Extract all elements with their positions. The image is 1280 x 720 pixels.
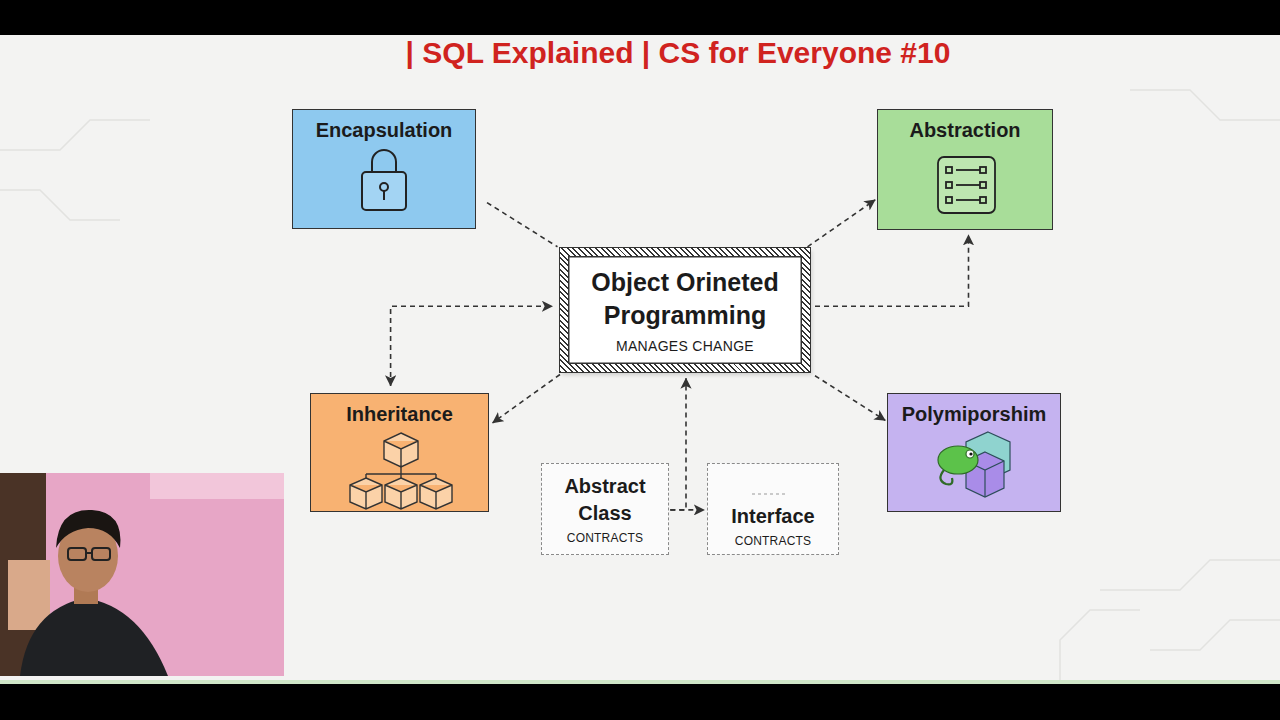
- webcam-shelf: [150, 473, 284, 499]
- node-heading: Encapsulation: [316, 119, 453, 142]
- dashed-connector: [815, 376, 885, 421]
- circuit-line: [1150, 620, 1280, 650]
- node-heading: Object Orineted Programming: [574, 266, 796, 332]
- webcam-shirt: [20, 598, 168, 676]
- contract-box: InterfaceCONTRACTS: [707, 463, 839, 555]
- dashed-connector: [670, 378, 686, 510]
- node-heading: Abstraction: [909, 119, 1020, 142]
- circuit-line: [0, 120, 150, 150]
- glasses-lens: [92, 548, 110, 560]
- dashed-connector: [815, 235, 969, 306]
- webcam-hair: [56, 510, 120, 548]
- circuit-line: [1060, 610, 1140, 680]
- webcam-chair: [8, 560, 50, 630]
- webcam-face: [58, 520, 118, 592]
- circuit-line: [1100, 560, 1280, 590]
- glasses-bridge: [86, 552, 92, 554]
- dashed-connector: [487, 203, 558, 247]
- node-subtext: MANAGES CHANGE: [616, 338, 754, 354]
- top-bar: [0, 0, 1280, 35]
- dashed-connector: [670, 509, 704, 511]
- node-subtext: CONTRACTS: [567, 531, 643, 545]
- title: | SQL Explained | CS for Everyone #10: [300, 36, 1056, 70]
- node-heading: Interface: [717, 503, 829, 530]
- concept-box: Abstraction: [877, 109, 1053, 230]
- dashed-connector: [391, 306, 553, 386]
- webcam-door: [0, 473, 46, 676]
- webcam-neck: [74, 580, 98, 604]
- node-subtext: CONTRACTS: [735, 534, 811, 548]
- contract-box: Abstract ClassCONTRACTS: [541, 463, 669, 555]
- circuit-line: [1130, 90, 1280, 120]
- progress-strip: [0, 680, 1280, 684]
- node-heading: Polymiporshim: [902, 403, 1046, 426]
- circuit-pattern: [0, 90, 1280, 680]
- bottom-bar: [0, 684, 1280, 720]
- concept-box: Inheritance: [310, 393, 489, 512]
- node-heading: Inheritance: [346, 403, 453, 426]
- dashed-connector: [808, 200, 876, 247]
- concept-box: Polymiporshim: [887, 393, 1061, 512]
- glasses-lens: [68, 548, 86, 560]
- central-box: Object Orineted ProgrammingMANAGES CHANG…: [560, 248, 810, 372]
- node-heading: Abstract Class: [549, 473, 661, 527]
- webcam-wall: [0, 473, 284, 676]
- dashed-connector: [493, 375, 560, 423]
- title-text: | SQL Explained | CS for Everyone #10: [406, 36, 951, 69]
- concept-box: Encapsulation: [292, 109, 476, 229]
- webcam-glasses: [68, 548, 110, 560]
- circuit-line: [0, 190, 120, 220]
